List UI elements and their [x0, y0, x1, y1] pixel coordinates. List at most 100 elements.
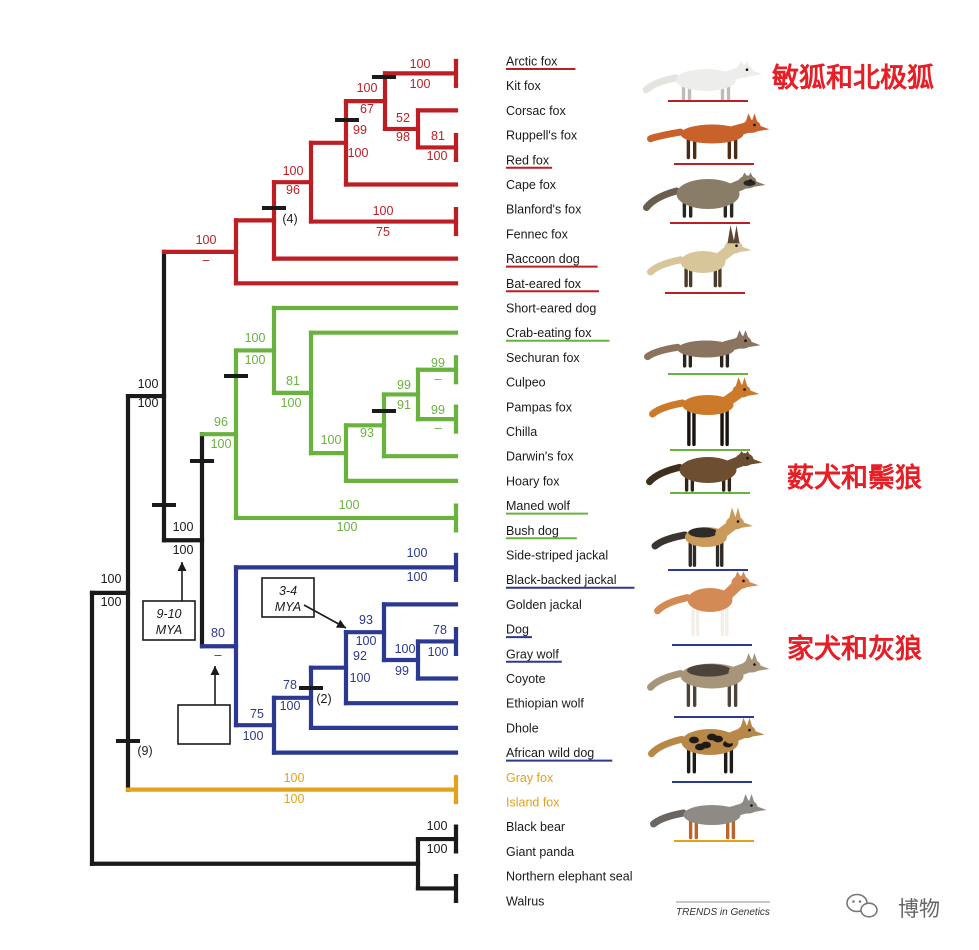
gray-wolf-illustration	[647, 653, 770, 718]
arctic-fox-illustration	[642, 60, 762, 102]
tip-label: Coyote	[506, 672, 546, 686]
maned-wolf-illustration	[649, 377, 760, 451]
wechat-icon	[846, 893, 878, 918]
support-value: 52	[396, 111, 410, 125]
tip-label: Hoary fox	[506, 474, 560, 488]
support-value: 100	[410, 77, 431, 91]
tip-label: Golden jackal	[506, 598, 582, 612]
tip-label: Dhole	[506, 721, 539, 735]
bush-dog-illustration	[646, 451, 763, 494]
tip-label: Short-eared dog	[506, 302, 596, 316]
arrow-head	[335, 619, 346, 628]
animal-illustrations	[642, 60, 770, 842]
calibration-bars	[116, 75, 396, 743]
support-value: 100	[138, 377, 159, 391]
support-value: 100	[407, 570, 428, 584]
support-value: 99	[353, 123, 367, 137]
age-callout	[177, 666, 231, 745]
tip-label: Cape fox	[506, 178, 557, 192]
tip-label: Dog	[506, 623, 529, 637]
callout-line2: MYA	[156, 623, 182, 637]
support-value: 99	[431, 356, 445, 370]
red-fox-illustration	[647, 113, 770, 165]
support-value: 99	[431, 403, 445, 417]
tip-label: Bush dog	[506, 524, 559, 538]
tip-label: Ethiopian wolf	[506, 697, 584, 711]
footer: TRENDS in Genetics 博物	[676, 893, 940, 921]
tip-label: Kit fox	[506, 79, 541, 93]
tip-label: Northern elephant seal	[506, 870, 632, 884]
crab-eating-fox-illustration	[644, 330, 761, 375]
support-value: 100	[280, 699, 301, 713]
support-value: 100	[410, 57, 431, 71]
bat-eared-fox-illustration	[647, 225, 752, 294]
support-value: 93	[360, 426, 374, 440]
support-value: 100	[350, 671, 371, 685]
support-value: 100	[427, 819, 448, 833]
support-value: 100	[339, 498, 360, 512]
tip-label: Giant panda	[506, 845, 574, 859]
tip-label: Maned wolf	[506, 499, 570, 513]
tip-label: Gray fox	[506, 771, 554, 785]
node-note: (4)	[282, 212, 297, 226]
callout-line1: 3-4	[279, 584, 297, 598]
support-value: –	[435, 421, 442, 435]
support-value: 96	[214, 415, 228, 429]
support-value: 93	[359, 613, 373, 627]
support-value: 100	[284, 792, 305, 806]
tip-label: Black bear	[506, 820, 565, 834]
tip-label: Crab-eating fox	[506, 326, 592, 340]
support-value: 75	[376, 225, 390, 239]
support-value: 100	[243, 729, 264, 743]
group-label: 薮犬和鬃狼	[787, 462, 922, 493]
support-value: 100	[407, 546, 428, 560]
group-label: 家犬和灰狼	[787, 633, 922, 664]
support-value: –	[215, 648, 222, 662]
tip-label: Darwin's fox	[506, 450, 574, 464]
support-value: –	[203, 253, 210, 267]
support-value: 100	[245, 353, 266, 367]
support-value: 100	[395, 642, 416, 656]
gray-fox-illustration	[650, 794, 767, 842]
tip-label: Black-backed jackal	[506, 573, 616, 587]
support-value: 78	[283, 678, 297, 692]
tip-label: Walrus	[506, 894, 544, 908]
tip-label: Fennec fox	[506, 227, 569, 241]
support-value: 100	[173, 543, 194, 557]
support-value: 100	[283, 164, 304, 178]
support-value: 100	[428, 645, 449, 659]
support-value: 100	[284, 771, 305, 785]
tip-label: Sechuran fox	[506, 351, 580, 365]
support-value: 81	[286, 374, 300, 388]
support-value: 99	[397, 378, 411, 392]
dog-illustration	[654, 571, 759, 646]
support-value: 92	[353, 649, 367, 663]
callout-line2: MYA	[275, 600, 301, 614]
tip-label: Bat-eared fox	[506, 277, 582, 291]
support-value: 67	[360, 102, 374, 116]
tree-branches	[89, 58, 459, 903]
footer-credit: TRENDS in Genetics	[676, 907, 770, 918]
tip-label: Raccoon dog	[506, 252, 580, 266]
tip-label: African wild dog	[506, 746, 594, 760]
node-note: (2)	[316, 692, 331, 706]
tip-label: Side-striped jackal	[506, 549, 608, 563]
support-value: 100	[281, 396, 302, 410]
support-value: 100	[211, 437, 232, 451]
support-value: 100	[373, 204, 394, 218]
tip-label: Red fox	[506, 153, 550, 167]
support-value: 100	[196, 233, 217, 247]
tip-label: Blanford's fox	[506, 203, 582, 217]
support-value: 96	[286, 183, 300, 197]
raccoon-dog-illustration	[643, 172, 766, 224]
tip-label: Gray wolf	[506, 647, 559, 661]
support-value: 100	[357, 81, 378, 95]
node-notes: (4)(2)(9)	[137, 212, 331, 758]
support-value: 100	[356, 634, 377, 648]
